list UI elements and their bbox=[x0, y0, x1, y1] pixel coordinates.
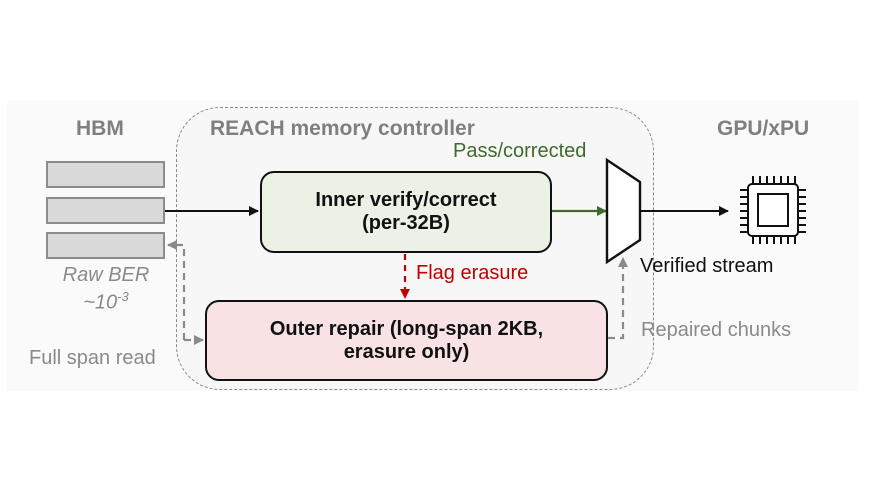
hbm-cell-3 bbox=[46, 232, 165, 259]
pass-corrected-label: Pass/corrected bbox=[453, 140, 587, 162]
full-span-read-label: Full span read bbox=[29, 347, 156, 369]
raw-ber-title: Raw BER bbox=[62, 264, 150, 286]
hbm-cell-1 bbox=[46, 161, 165, 188]
outer-repair-block: Outer repair (long-span 2KB, erasure onl… bbox=[205, 300, 608, 381]
gpu-header: GPU/xPU bbox=[717, 117, 810, 140]
controller-header: REACH memory controller bbox=[210, 117, 475, 140]
cpu-chip-icon bbox=[740, 176, 806, 244]
ber-exponent: -3 bbox=[117, 289, 129, 304]
repaired-chunks-label: Repaired chunks bbox=[641, 319, 792, 341]
outer-line1: Outer repair (long-span 2KB, bbox=[269, 317, 544, 340]
raw-ber-value: ~10-3 bbox=[40, 286, 172, 314]
outer-line2: erasure only) bbox=[343, 340, 470, 363]
inner-verify-block: Inner verify/correct (per-32B) bbox=[260, 171, 552, 253]
inner-line1: Inner verify/correct bbox=[315, 189, 497, 211]
ber-base: ~10 bbox=[83, 291, 118, 314]
hbm-header: HBM bbox=[76, 117, 124, 140]
full-span-read-back-arrow bbox=[167, 240, 186, 340]
verified-stream-label: Verified stream bbox=[640, 255, 774, 277]
inner-line2: (per-32B) bbox=[362, 212, 450, 234]
flag-erasure-label: Flag erasure bbox=[416, 262, 529, 284]
multiplexer-shape bbox=[605, 157, 642, 265]
raw-ber-label: Raw BER ~10-3 bbox=[40, 264, 172, 314]
hbm-cell-2 bbox=[46, 197, 165, 224]
repaired-chunks-arrow bbox=[608, 257, 628, 340]
